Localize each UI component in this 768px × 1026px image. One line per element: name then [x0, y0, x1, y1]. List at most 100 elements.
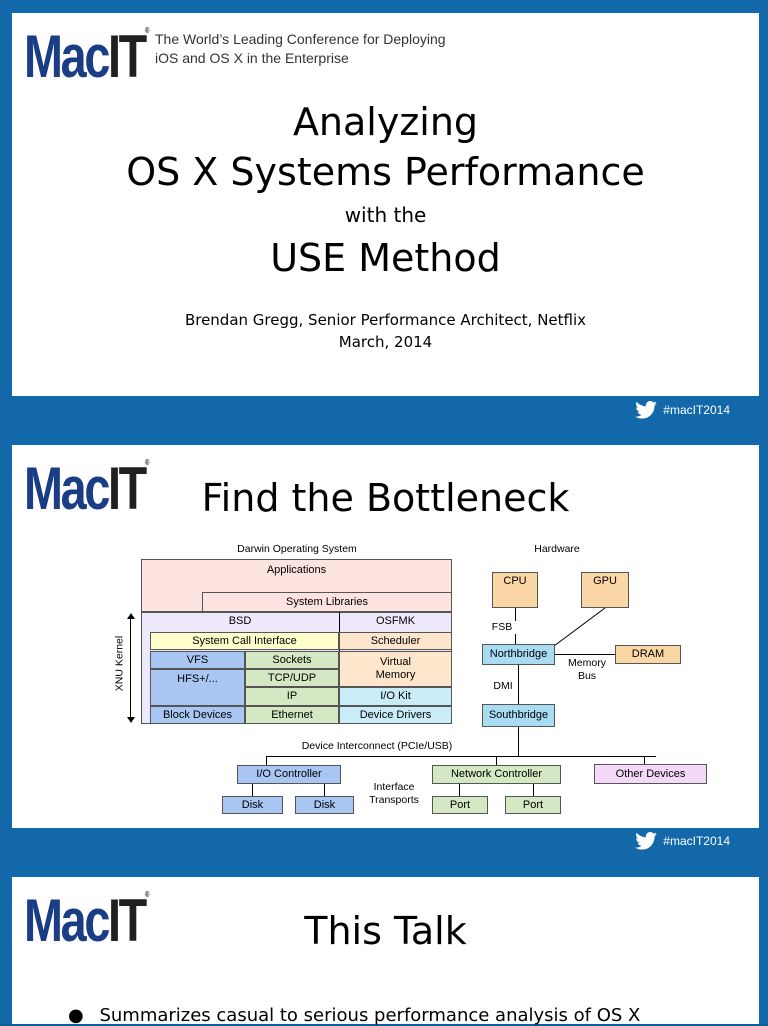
gpu-northbridge-line	[553, 608, 606, 647]
northbridge-label: Northbridge	[489, 648, 548, 660]
date-line: March, 2014	[338, 333, 433, 351]
tcpudp-box: TCP/UDP	[245, 669, 339, 687]
applications-label: Applications	[266, 564, 327, 576]
twitter-bird-icon	[635, 401, 658, 419]
slide-title-canvas: MacIT® The World’s Leading Conference fo…	[12, 13, 759, 396]
dram-box: DRAM	[615, 645, 681, 664]
other-devices-label: Other Devices	[615, 767, 686, 780]
disk-label: Disk	[313, 798, 336, 811]
logo-mac: Mac	[24, 887, 110, 954]
tagline-line-1: The World’s Leading Conference for Deplo…	[155, 31, 446, 47]
io-controller-drop	[266, 756, 267, 765]
port-left-link	[459, 784, 460, 796]
slide-title: This Talk	[304, 909, 467, 953]
vfs-label: VFS	[186, 653, 209, 666]
slide-bottleneck-canvas: MacIT® Find the Bottleneck Darwin Operat…	[12, 445, 759, 828]
southbridge-bus-line	[518, 727, 519, 757]
disk-box-1: Disk	[222, 796, 283, 814]
hfs-label: HFS+/...	[177, 673, 218, 685]
macit-logo: MacIT®	[24, 23, 150, 90]
os-label: Darwin Operating System	[237, 543, 357, 555]
ip-label: IP	[286, 690, 298, 702]
footer-hashtag: #macIT2014	[635, 400, 730, 420]
title-line-4: USE Method	[270, 236, 501, 280]
osfmk-label: OSFMK	[375, 614, 416, 627]
port-box-1: Port	[432, 796, 488, 814]
bullet-text: Summarizes casual to serious performance…	[99, 1005, 641, 1026]
memory-bus-label: Memory Bus	[568, 657, 606, 682]
osfmk-label-box: OSFMK	[339, 612, 452, 630]
vfs-box: VFS	[150, 651, 245, 669]
syscall-label: System Call Interface	[192, 634, 297, 647]
title-line-2: OS X Systems Performance	[126, 150, 645, 194]
hashtag-text: #macIT2014	[663, 834, 730, 848]
io-controller-label: I/O Controller	[256, 768, 322, 780]
ethernet-box: Ethernet	[245, 706, 339, 724]
system-libraries-box: System Libraries	[202, 592, 452, 612]
xnu-arrow-up-icon	[127, 613, 135, 619]
bullet-dot-icon: ●	[68, 1005, 84, 1026]
logo-it: IT	[108, 887, 147, 954]
footer-hashtag: #macIT2014	[635, 831, 730, 851]
bsd-label: BSD	[228, 614, 252, 627]
port-label: Port	[449, 798, 471, 811]
block-devices-label: Block Devices	[162, 708, 233, 721]
iokit-label: I/O Kit	[380, 690, 411, 702]
disk-left-link	[252, 784, 253, 796]
dram-label: DRAM	[631, 648, 665, 660]
disk-label: Disk	[241, 798, 264, 811]
xnu-kernel-label: XNU Kernel	[113, 635, 126, 692]
hashtag-text: #macIT2014	[663, 403, 730, 417]
logo-mac: Mac	[24, 455, 110, 522]
scheduler-box: Scheduler	[339, 632, 452, 650]
slide-title: Find the Bottleneck	[201, 476, 570, 520]
network-controller-drop	[496, 756, 497, 765]
port-box-2: Port	[505, 796, 561, 814]
logo-mac: Mac	[24, 23, 110, 90]
tagline-line-2: iOS and OS X in the Enterprise	[155, 50, 349, 66]
author-line: Brendan Gregg, Senior Performance Archit…	[184, 311, 587, 329]
system-libraries-label: System Libraries	[286, 595, 368, 608]
device-drivers-label: Device Drivers	[359, 708, 432, 721]
device-interconnect-bus	[266, 756, 656, 757]
memory-bus-line	[555, 654, 615, 655]
sockets-box: Sockets	[245, 651, 339, 669]
virtual-memory-box: Virtual Memory	[339, 651, 452, 687]
slide-bottleneck: MacIT® Find the Bottleneck Darwin Operat…	[0, 432, 768, 864]
title-line-1: Analyzing	[292, 100, 479, 144]
dmi-label: DMI	[493, 680, 513, 692]
macit-logo: MacIT®	[24, 455, 150, 522]
network-controller-box: Network Controller	[432, 765, 561, 784]
port-right-link	[533, 784, 534, 796]
hfs-box: HFS+/...	[150, 669, 245, 706]
virtual-memory-label: Virtual Memory	[375, 656, 416, 681]
slide-title: MacIT® The World’s Leading Conference fo…	[0, 0, 768, 432]
slide-this-talk-canvas: MacIT® This Talk ● Summarizes casual to …	[12, 877, 759, 1026]
port-label: Port	[522, 798, 544, 811]
southbridge-box: Southbridge	[482, 704, 555, 727]
scheduler-label: Scheduler	[370, 634, 421, 647]
device-interconnect-label: Device Interconnect (PCIe/USB)	[301, 740, 453, 752]
disk-box-2: Disk	[295, 796, 354, 814]
ip-box: IP	[245, 687, 339, 706]
southbridge-label: Southbridge	[488, 709, 549, 721]
io-controller-box: I/O Controller	[237, 765, 341, 784]
gpu-box: GPU	[581, 572, 629, 608]
gpu-label: GPU	[593, 575, 617, 587]
other-devices-drop	[644, 756, 645, 765]
bullet-item: ● Summarizes casual to serious performan…	[68, 1005, 640, 1026]
xnu-arrow-line	[130, 617, 131, 719]
logo-it: IT	[108, 23, 147, 90]
logo-it: IT	[108, 455, 147, 522]
hardware-label: Hardware	[534, 543, 580, 555]
cpu-box: CPU	[492, 572, 538, 608]
slide-this-talk: MacIT® This Talk ● Summarizes casual to …	[0, 864, 768, 1026]
disk-right-link	[324, 784, 325, 796]
cpu-label: CPU	[503, 575, 527, 587]
dmi-line	[518, 665, 519, 704]
other-devices-box: Other Devices	[594, 764, 707, 784]
title-line-3: with the	[344, 203, 427, 227]
device-drivers-box: Device Drivers	[339, 706, 452, 724]
macit-logo: MacIT®	[24, 887, 150, 954]
iokit-box: I/O Kit	[339, 687, 452, 706]
